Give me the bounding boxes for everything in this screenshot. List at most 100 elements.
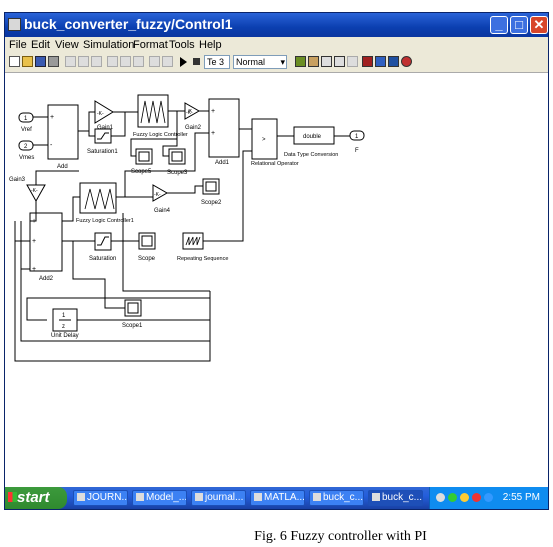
simulink-icon — [313, 493, 321, 501]
gain4-label: Gain4 — [154, 208, 171, 214]
add-label: Add — [57, 164, 68, 170]
redo-icon[interactable] — [162, 56, 173, 67]
unit-delay-denominator: z — [62, 324, 65, 330]
menu-format[interactable]: Format — [133, 39, 168, 51]
simulink-model-icon — [8, 18, 21, 31]
word-icon — [195, 493, 203, 501]
unit-delay-numerator: 1 — [62, 313, 66, 319]
saturation-label: Saturation — [89, 256, 116, 262]
library-browser-icon[interactable] — [308, 56, 319, 67]
settings-icon[interactable] — [401, 56, 412, 67]
vmes-label: Vmes — [19, 155, 34, 161]
svg-text:+: + — [32, 266, 36, 273]
svg-text:×: × — [188, 108, 192, 115]
stop-time-field[interactable]: Te 3 — [204, 55, 230, 69]
up-icon[interactable] — [133, 56, 144, 67]
simulation-mode-value: Normal — [236, 57, 266, 67]
task-model[interactable]: Model_... — [132, 490, 187, 506]
data-type-conversion-symbol: double — [303, 134, 322, 140]
add1-block[interactable] — [208, 98, 240, 158]
task-label: MATLA... — [264, 492, 305, 503]
word-icon — [136, 493, 144, 501]
menu-file[interactable]: File — [9, 39, 27, 51]
system-tray: 2:55 PM — [429, 487, 548, 509]
start-label: start — [17, 489, 50, 506]
tray-icon-2[interactable] — [448, 493, 457, 502]
report-icon[interactable] — [388, 56, 399, 67]
gain4-k: -K- — [154, 192, 161, 198]
menu-tools[interactable]: Tools — [169, 39, 195, 51]
menu-help[interactable]: Help — [199, 39, 222, 51]
task-journ[interactable]: JOURN... — [73, 490, 128, 506]
vref-port-number: 1 — [24, 116, 28, 122]
scope1-label: Scope1 — [122, 323, 143, 329]
close-button[interactable]: ✕ — [530, 16, 548, 34]
stop-simulation-icon[interactable] — [193, 58, 200, 65]
title-bar[interactable]: buck_converter_fuzzy/Control1 _ □ ✕ — [5, 13, 548, 37]
simulink-window: buck_converter_fuzzy/Control1 _ □ ✕ File… — [4, 12, 549, 510]
tray-icon-4[interactable] — [472, 493, 481, 502]
start-simulation-icon[interactable] — [180, 57, 187, 67]
simulink-icon — [372, 493, 380, 501]
print-icon[interactable] — [48, 56, 59, 67]
add2-block[interactable] — [29, 212, 63, 272]
relational-operator-symbol: > — [262, 137, 266, 143]
clock[interactable]: 2:55 PM — [502, 492, 540, 503]
task-label: Model_... — [146, 492, 187, 503]
tray-icon-3[interactable] — [460, 493, 469, 502]
svg-text:+: + — [32, 218, 36, 225]
task-label: buck_c... — [382, 492, 423, 503]
new-model-icon[interactable] — [9, 56, 20, 67]
scope2-label: Scope2 — [201, 200, 222, 206]
task-buck-1[interactable]: buck_c... — [309, 490, 364, 506]
paste-icon[interactable] — [91, 56, 102, 67]
vmes-port-number: 2 — [24, 144, 28, 150]
task-buck-2[interactable]: buck_c... — [368, 490, 423, 506]
build-icon[interactable] — [295, 56, 306, 67]
menu-bar: File Edit View Simulation Format Tools H… — [5, 37, 548, 53]
gain1-k: -K- — [97, 111, 104, 117]
menu-view[interactable]: View — [55, 39, 79, 51]
task-matlab[interactable]: MATLA... — [250, 490, 305, 506]
cut-icon[interactable] — [65, 56, 76, 67]
add2-label: Add2 — [39, 276, 54, 282]
debug-icon[interactable] — [334, 56, 345, 67]
toolbar: Te 3 Normal ▾ — [5, 53, 548, 73]
minimize-button[interactable]: _ — [490, 16, 508, 34]
copy-icon[interactable] — [78, 56, 89, 67]
model-explorer-icon[interactable] — [321, 56, 332, 67]
model-canvas[interactable]: +- ++ +++ × 1 Vref 2 Vmes Add -K- Gain1 … — [5, 73, 548, 487]
scope3-label: Scope3 — [167, 170, 188, 176]
menu-edit[interactable]: Edit — [31, 39, 50, 51]
fuzzy-logic-controller-block[interactable] — [137, 94, 169, 128]
blocks-icon[interactable] — [375, 56, 386, 67]
tray-icon-5[interactable] — [484, 493, 493, 502]
relational-operator-block[interactable] — [251, 118, 278, 160]
figure-caption: Fig. 6 Fuzzy controller with PI — [0, 529, 553, 545]
grid-icon[interactable] — [347, 56, 358, 67]
gain4-block[interactable] — [152, 184, 169, 202]
forward-icon[interactable] — [120, 56, 131, 67]
task-journal[interactable]: journal... — [191, 490, 246, 506]
undo-icon[interactable] — [149, 56, 160, 67]
word-icon — [77, 493, 85, 501]
book-icon[interactable] — [362, 56, 373, 67]
svg-text:+: + — [211, 108, 215, 115]
gain2-k: -K- — [186, 110, 193, 116]
open-icon[interactable] — [22, 56, 33, 67]
menu-simulation[interactable]: Simulation — [83, 39, 135, 51]
saturation1-label: Saturation1 — [87, 149, 118, 155]
add-block[interactable] — [47, 104, 79, 160]
tray-icon-1[interactable] — [436, 493, 445, 502]
simulation-mode-select[interactable]: Normal ▾ — [233, 55, 287, 69]
chevron-down-icon: ▾ — [280, 57, 285, 67]
taskbar: start JOURN... Model_... journal... MATL… — [5, 487, 548, 509]
unit-delay-label: Unit Delay — [51, 333, 79, 339]
maximize-button[interactable]: □ — [510, 16, 528, 34]
back-icon[interactable] — [107, 56, 118, 67]
svg-text:+: + — [50, 114, 54, 121]
save-icon[interactable] — [35, 56, 46, 67]
scope5-label: Scope5 — [131, 169, 152, 175]
start-button[interactable]: start — [5, 487, 67, 509]
signal-lines — [14, 110, 350, 362]
